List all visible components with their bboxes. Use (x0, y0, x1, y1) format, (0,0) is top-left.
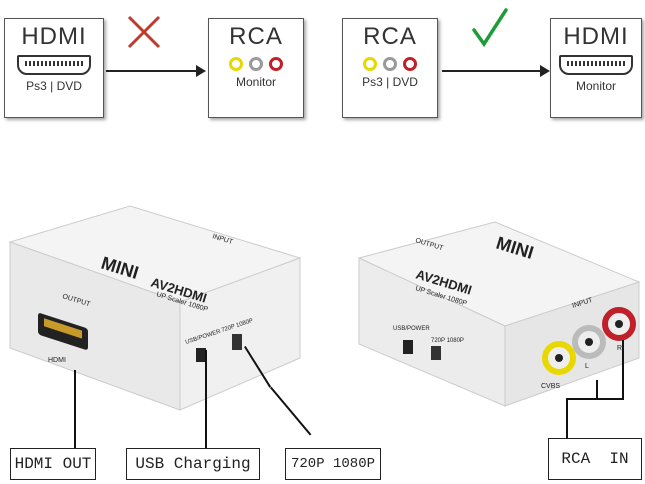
hdmi-port-icon (559, 55, 633, 75)
jack-label-l: L (585, 363, 589, 370)
usb-charging-label: USB Charging (126, 448, 260, 480)
yellow-jack-icon (229, 57, 243, 71)
hdmi-source-box: HDMI Ps3 | DVD (4, 18, 104, 118)
rca-source-title: RCA (363, 23, 417, 50)
hdmi-target-title: HDMI (563, 23, 629, 50)
hdmi-source-subtitle2: DVD (56, 79, 82, 93)
arrow-icon (106, 65, 206, 77)
cross-icon (127, 15, 161, 49)
leader-line (566, 398, 568, 438)
rca-in-label: RCA IN (548, 438, 642, 480)
red-jack-icon (403, 57, 417, 71)
hdmi-target-subtitle: Monitor (575, 79, 616, 93)
leader-line (596, 380, 598, 398)
hdmi-target-box: HDMI Monitor (550, 18, 642, 118)
leader-line (622, 340, 624, 400)
jack-label-r: R (617, 345, 622, 352)
device-port-label: HDMI (48, 357, 66, 364)
converter-device-front: MINI AV2HDMI UP Scaler 1080P INPUT OUTPU… (8, 205, 302, 411)
rca-jacks (343, 57, 437, 71)
yellow-jack-icon (363, 57, 377, 71)
resolution-label: 720P 1080P (285, 448, 381, 480)
rca-target-title: RCA (229, 23, 283, 50)
hdmi-source-title: HDMI (21, 23, 87, 50)
device-switch-label: USB/POWER (393, 326, 430, 332)
rca-jacks (209, 57, 303, 71)
red-jack-icon (269, 57, 283, 71)
hdmi-out-label: HDMI OUT (10, 448, 96, 480)
leader-line (205, 350, 207, 450)
check-icon (472, 8, 508, 48)
white-jack-icon (249, 57, 263, 71)
rca-target-box: RCA Monitor (208, 18, 304, 118)
rca-source-subtitle: Ps3 (362, 75, 383, 89)
device-res-label: 720P 1080P (431, 338, 464, 344)
rca-source-box: RCA Ps3 | DVD (342, 18, 438, 118)
hdmi-port-icon (17, 55, 91, 75)
rca-target-subtitle: Monitor (235, 75, 276, 89)
arrow-icon (442, 65, 550, 77)
leader-line (74, 370, 76, 450)
converter-device-back: MINI AV2HDMI UP Scaler 1080P OUTPUT INPU… (357, 221, 641, 407)
rca-source-subtitle2: DVD (392, 75, 418, 89)
hdmi-source-subtitle: Ps3 (26, 79, 47, 93)
leader-line (566, 398, 622, 400)
white-jack-icon (383, 57, 397, 71)
jack-label-cvbs: CVBS (541, 383, 560, 390)
